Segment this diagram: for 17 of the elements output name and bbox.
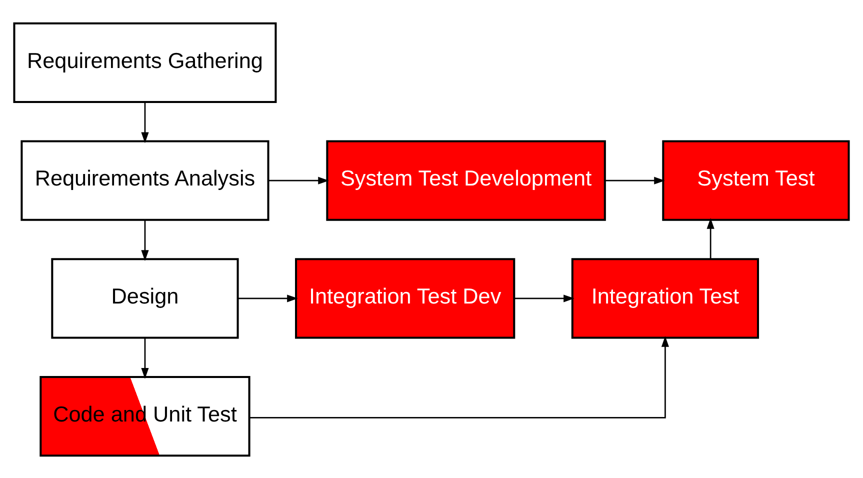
node-box: System Test Development — [326, 140, 606, 220]
arrow — [605, 176, 665, 184]
node-box: Code and Unit Test — [40, 376, 250, 456]
node-box: System Test — [662, 140, 850, 220]
arrow — [141, 102, 149, 143]
arrow — [238, 294, 298, 302]
arrow — [141, 220, 149, 261]
arrow — [514, 294, 574, 302]
node-box: Requirements Gathering — [13, 22, 277, 102]
node-box: Design — [51, 258, 239, 338]
node-box: Integration Test — [571, 258, 759, 338]
arrow — [141, 338, 149, 378]
node-box: Requirements Analysis — [20, 140, 270, 220]
arrow — [268, 176, 329, 184]
node-box: Integration Test Dev — [295, 258, 516, 338]
arrow — [706, 217, 714, 258]
arrow — [250, 336, 669, 418]
